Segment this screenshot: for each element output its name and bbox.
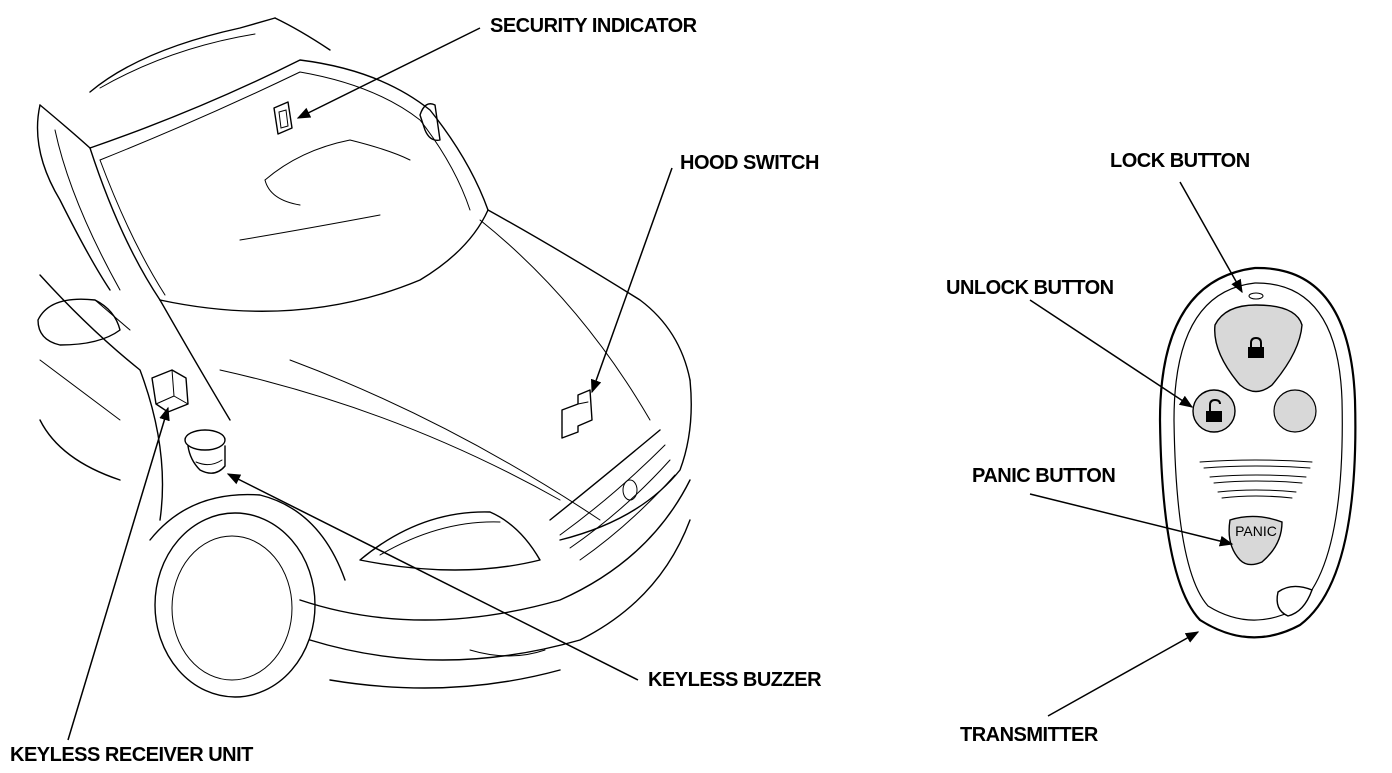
unlock-button-leader: [1029, 299, 1194, 408]
car-illustration: [36, 17, 692, 698]
keyless-receiver-component: [151, 369, 189, 413]
keyless-buzzer-component: [184, 429, 226, 474]
transmitter-illustration: [1158, 266, 1357, 639]
transmitter-label: TRANSMITTER: [960, 724, 1098, 746]
hood-switch-component: [561, 389, 593, 439]
lock-button-leader: [1179, 181, 1243, 294]
security-indicator-leader: [296, 27, 481, 119]
padlock-open-icon: [1206, 398, 1222, 422]
leader-lines: [67, 27, 1243, 741]
transmitter-leader: [1047, 631, 1200, 717]
keyless-buzzer-leader: [226, 473, 639, 681]
keyless-buzzer-label: KEYLESS BUZZER: [648, 669, 822, 691]
panic-button-text: PANIC: [1235, 523, 1277, 539]
keyless-receiver-unit-label: KEYLESS RECEIVER UNIT: [10, 744, 253, 766]
hood-switch-leader: [591, 167, 673, 394]
security-indicator-label: SECURITY INDICATOR: [490, 15, 697, 37]
panic-button-label: PANIC BUTTON: [972, 465, 1116, 487]
unlock-button-label: UNLOCK BUTTON: [946, 277, 1114, 299]
security-indicator-component: [273, 101, 293, 135]
keyless-receiver-leader: [67, 406, 170, 741]
lock-button-label: LOCK BUTTON: [1110, 150, 1250, 172]
padlock-closed-icon: [1248, 336, 1264, 358]
panic-button-leader: [1029, 493, 1234, 547]
hood-switch-label: HOOD SWITCH: [680, 152, 819, 174]
